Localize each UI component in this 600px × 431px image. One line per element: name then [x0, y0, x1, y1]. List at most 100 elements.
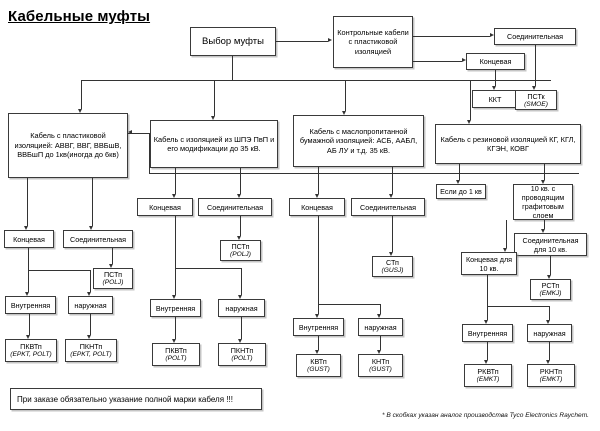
- node-control-cables[interactable]: Контрольные кабели с пластиковой изоляци…: [333, 16, 413, 68]
- node-sublabel: (GUSJ): [381, 267, 404, 274]
- node-col-rubber-header[interactable]: Кабель с резиновой изоляцией КГ, КГЛ, КГ…: [435, 124, 581, 164]
- node-label: наружная: [74, 300, 107, 310]
- node-xlpe-inner[interactable]: Внутренняя: [150, 299, 201, 317]
- node-label: СТп: [386, 258, 399, 267]
- arrowhead: [211, 116, 216, 120]
- node-rubber-splice10[interactable]: Соединительная для 10 кв.: [514, 233, 587, 256]
- node-plastic-inner[interactable]: Внутренняя: [5, 296, 56, 314]
- arrowhead: [109, 264, 114, 268]
- node-label: наружная: [533, 328, 566, 338]
- node-col-paper-header[interactable]: Кабель с маслопропитанной бумажной изоля…: [293, 115, 424, 167]
- node-label: Соединительная: [70, 234, 126, 244]
- node-rubber-inner[interactable]: Внутренняя: [462, 324, 513, 342]
- arrowhead: [462, 58, 466, 62]
- node-label: КВТп: [310, 357, 327, 366]
- arrowhead: [172, 295, 177, 299]
- arrowhead: [238, 339, 243, 343]
- node-plastic-splice-product[interactable]: ПСТп (POLJ): [93, 268, 133, 289]
- node-sublabel: (POLT): [231, 355, 253, 362]
- arrowhead: [467, 120, 472, 124]
- node-plastic-outer[interactable]: наружная: [68, 296, 113, 314]
- node-col-plastic-header[interactable]: Кабель с пластиковой изоляцией: АВВГ, ВВ…: [8, 113, 128, 178]
- node-rubber-inner-product[interactable]: РКВТп (EMKT): [464, 364, 512, 387]
- arrowhead: [377, 314, 382, 318]
- node-xlpe-inner-product[interactable]: ПКВТп (POLT): [152, 343, 200, 366]
- node-paper-inner[interactable]: Внутренняя: [293, 318, 344, 336]
- node-xlpe-outer-product[interactable]: ПКНТп (POLT): [218, 343, 266, 366]
- node-plastic-outer-product[interactable]: ПКНТп (EPKT, POLT): [65, 339, 117, 362]
- connector-control-to-splice: [413, 36, 490, 37]
- node-xlpe-end[interactable]: Концевая: [137, 198, 193, 216]
- node-control-splice[interactable]: Соединительная: [494, 28, 576, 45]
- connector-trunk-col3: [345, 80, 346, 111]
- connector-splice10-product: [550, 256, 551, 275]
- arrowhead: [484, 320, 489, 324]
- node-label: ПСТк: [527, 91, 545, 101]
- node-label: Соединительная для 10 кв.: [522, 235, 579, 254]
- node-root-selection[interactable]: Выбор муфты: [190, 27, 276, 56]
- node-label: ПКВТп: [20, 342, 42, 351]
- arrowhead: [24, 226, 29, 230]
- connector-control-to-end: [413, 61, 462, 62]
- node-rubber-outer[interactable]: наружная: [527, 324, 572, 342]
- node-rubber-splice-product[interactable]: РСТп (EMKJ): [530, 279, 571, 300]
- connector-xlpe-to-splice: [240, 168, 241, 194]
- arrowhead: [389, 194, 394, 198]
- arrowhead: [315, 194, 320, 198]
- connector-end-to-kkt: [495, 70, 496, 86]
- node-control-end[interactable]: Концевая: [466, 53, 525, 70]
- node-paper-splice-product[interactable]: СТп (GUSJ): [372, 256, 413, 277]
- node-sublabel: (EPKT, POLT): [10, 351, 52, 358]
- node-rubber-end10[interactable]: Концевая для 10 кв.: [461, 252, 517, 275]
- node-plastic-inner-product[interactable]: ПКВТп (EPKT, POLT): [5, 339, 57, 362]
- node-label: Кабель с пластиковой изоляцией: АВВГ, ВВ…: [14, 131, 122, 160]
- connector-xlpe-inner-product: [175, 317, 176, 339]
- node-label: Соединительная: [360, 202, 416, 212]
- node-paper-inner-product[interactable]: КВТп (GUST): [296, 354, 341, 377]
- node-paper-splice[interactable]: Соединительная: [351, 198, 425, 216]
- connector-end10-down: [487, 275, 488, 306]
- arrowhead: [541, 229, 546, 233]
- node-sublabel: (GUST): [369, 366, 392, 373]
- connector-xlpe-outer-product: [241, 317, 242, 339]
- node-label: ПСТп: [103, 270, 123, 279]
- connector-paper-inner: [318, 304, 319, 314]
- connector-plastic-outer: [90, 270, 91, 292]
- node-product-pstk[interactable]: ПСТк (SMOE): [515, 90, 557, 110]
- node-product-kkt[interactable]: ККТ: [472, 90, 518, 108]
- node-sublabel: (POLJ): [102, 279, 124, 286]
- node-plastic-end[interactable]: Концевая: [4, 230, 54, 248]
- node-paper-outer[interactable]: наружная: [358, 318, 403, 336]
- node-label: Соединительная: [507, 32, 563, 41]
- connector-paper-to-splice: [392, 167, 393, 194]
- node-paper-outer-product[interactable]: КНТп (GUST): [358, 354, 403, 377]
- arrowhead: [315, 314, 320, 318]
- node-xlpe-splice[interactable]: Соединительная: [198, 198, 272, 216]
- connector-plastic-splice-product: [112, 248, 113, 264]
- node-rubber-cond-low[interactable]: Если до 1 кв: [436, 184, 486, 199]
- arrowhead: [172, 339, 177, 343]
- connector-high-to-splice10: [544, 220, 545, 229]
- node-rubber-cond-high[interactable]: 10 кв. с проводящим графитовым слоем: [513, 184, 573, 220]
- node-sublabel: (SMOE): [524, 100, 548, 108]
- node-xlpe-splice-product[interactable]: ПСТп (POLJ): [220, 240, 261, 261]
- connector-xlpe-to-plastic: [128, 133, 150, 134]
- node-xlpe-outer[interactable]: наружная: [218, 299, 265, 317]
- node-label: Кабель с изоляцией из ШПЭ ПвП и его моди…: [153, 134, 275, 153]
- connector-xlpe-back-v: [149, 133, 150, 173]
- connector-plastic-outer-product: [90, 314, 91, 335]
- node-col-xlpe-header[interactable]: Кабель с изоляцией из ШПЭ ПвП и его моди…: [150, 120, 278, 168]
- node-label: Кабель с резиновой изоляцией КГ, КГЛ, КГ…: [440, 134, 576, 153]
- node-plastic-splice[interactable]: Соединительная: [63, 230, 133, 248]
- node-sublabel: (EMKT): [539, 376, 563, 383]
- connector-trunk-col1: [81, 80, 82, 109]
- arrowhead: [237, 194, 242, 198]
- connector-xlpe-inner: [175, 268, 176, 295]
- connector-rubber-inner: [487, 306, 488, 320]
- node-rubber-outer-product[interactable]: РКНТп (EMKT): [527, 364, 575, 387]
- connector-paper-to-end: [318, 167, 319, 194]
- footnote-analog: * В скобках указан аналог производства T…: [382, 412, 590, 419]
- node-label: Если до 1 кв: [440, 187, 482, 196]
- connector-trunk-col2: [214, 80, 215, 116]
- node-paper-end[interactable]: Концевая: [289, 198, 345, 216]
